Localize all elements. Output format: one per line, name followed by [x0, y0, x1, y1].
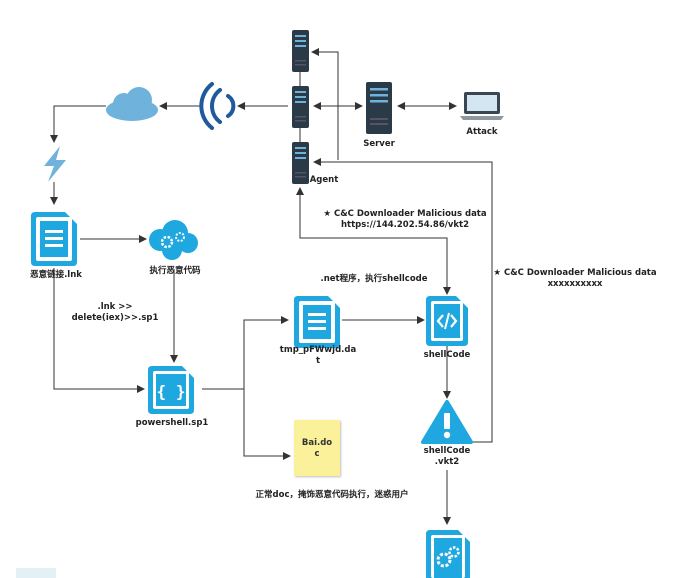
tmp-file-icon — [294, 296, 340, 348]
svg-text:{ }: { } — [157, 382, 186, 401]
cnc-right-caption-line2: xxxxxxxxxx — [547, 279, 603, 289]
normal-doc-caption: 正常doc，掩饰恶意代码执行，迷惑用户 — [255, 490, 409, 500]
arrow-powershell-tmp — [243, 316, 289, 389]
lnk-delete-caption-line2: delete(iex)>>.sp1 — [71, 313, 159, 323]
server-top-icon — [292, 30, 309, 72]
decorative-artifact — [16, 568, 56, 578]
server-label: Server — [363, 139, 395, 149]
arrow-cloud-lightning — [50, 105, 106, 143]
cnc-top-caption-line2: https://144.202.54.86/vkt2 — [340, 220, 470, 230]
bai-doc-note: Bai.do c — [294, 420, 340, 476]
execute-label: 执行恶意代码 — [149, 266, 201, 276]
arrow-powershell-doc — [243, 389, 291, 460]
arrow-agent-shellcode — [296, 187, 451, 295]
cnc-right-caption-line1: ★ C&C Downloader Malicious data — [493, 268, 657, 278]
bai-doc-label: Bai.do c — [301, 438, 333, 459]
tmp-file-label-line1: tmp_pFWwjd.da — [279, 345, 357, 355]
lnk-file-icon — [31, 212, 77, 266]
gear-file-icon — [426, 530, 470, 578]
server-mid-icon — [292, 86, 309, 128]
lnk-delete-caption-line1: .lnk >> — [97, 302, 133, 312]
shellcode-file-icon — [426, 296, 468, 346]
shellcode-vkt2-label-line2: .vkt2 — [434, 457, 460, 467]
agent-server-icon — [292, 142, 309, 184]
execute-gear-icon — [149, 220, 198, 260]
arrow-to-top-server — [311, 48, 339, 160]
shellcode-vkt2-label-line1: shellCode — [423, 446, 471, 456]
tmp-file-label-line2: t — [315, 356, 321, 366]
shellcode-label: shellCode — [423, 350, 471, 360]
arrow-warning-agent — [313, 158, 493, 443]
arrow-lnk-powershell — [53, 268, 145, 393]
cloud-icon — [106, 87, 158, 121]
cnc-top-caption-line1: ★ C&C Downloader Malicious data — [323, 209, 487, 219]
attack-label: Attack — [466, 127, 498, 137]
agent-label: Agent — [309, 175, 339, 185]
connectors — [50, 48, 493, 525]
lnk-file-label: 恶意链接.lnk — [30, 270, 82, 280]
laptop-icon — [460, 92, 504, 120]
wireless-signal-icon — [199, 82, 236, 130]
powershell-label: powershell.sp1 — [135, 418, 209, 428]
warning-icon — [421, 400, 473, 444]
powershell-file-icon: { } — [148, 366, 194, 414]
net-program-caption: .net程序，执行shellcode — [320, 274, 428, 284]
main-server-icon — [366, 82, 392, 134]
lightning-icon — [44, 146, 66, 182]
